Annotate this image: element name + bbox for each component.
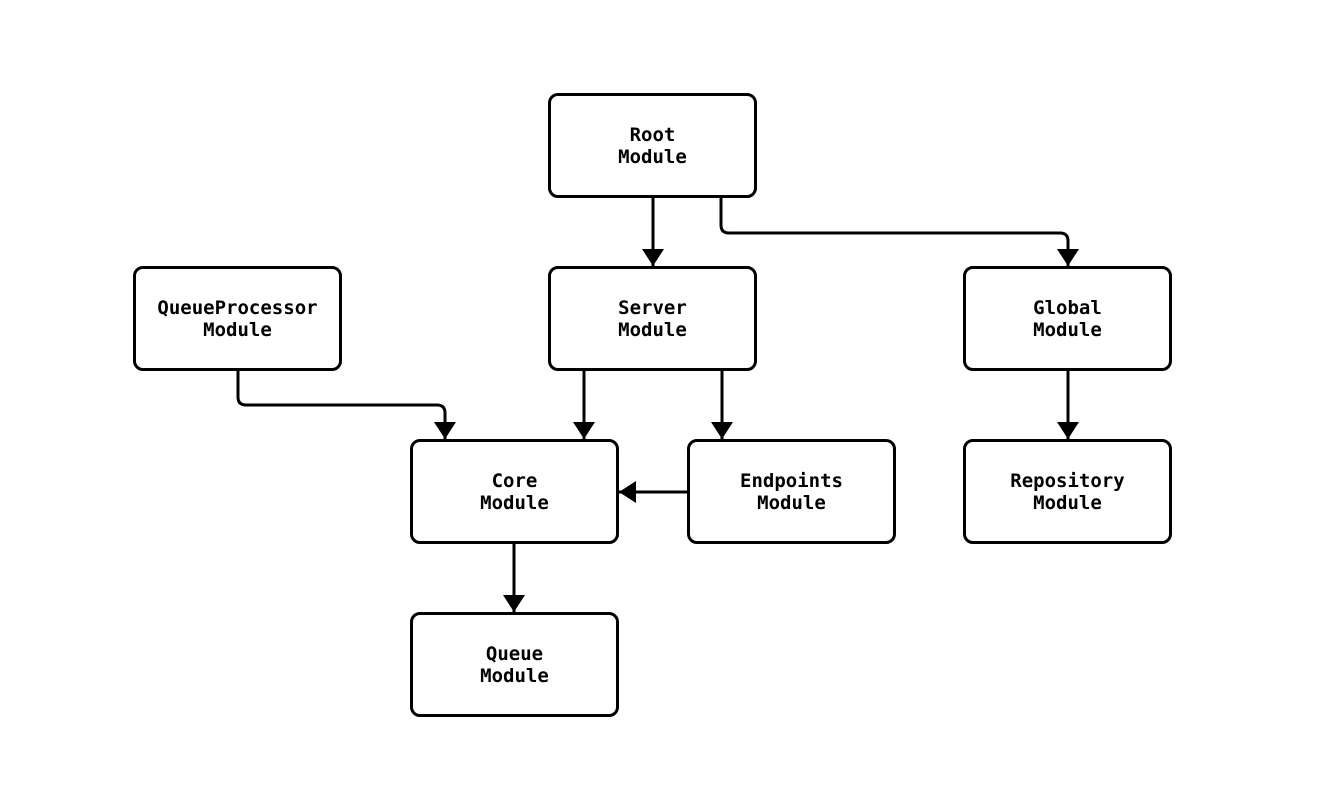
edges-group (236, 198, 1079, 612)
node-label-line: Module (203, 318, 272, 341)
node-label-line: Module (1033, 318, 1102, 341)
node-label-line: Endpoints (740, 469, 843, 492)
node-label-line: Module (618, 318, 687, 341)
node-label-line: Repository (1010, 469, 1125, 492)
node-label-line: Module (480, 664, 549, 687)
node-label-line: Core (491, 469, 538, 492)
node-label-line: Module (480, 491, 549, 514)
node-label-line: Global (1033, 296, 1102, 319)
node-label-line: Module (1033, 491, 1102, 514)
node-label-line: Module (757, 491, 826, 514)
node-label-line: Queue (485, 642, 544, 665)
node-label-line: Root (629, 123, 676, 146)
node-label-line: Server (618, 296, 687, 319)
edge-root-to-global (719, 198, 1079, 266)
edge-queueprocessor-to-core (236, 371, 456, 439)
node-label-line: QueueProcessor (157, 296, 318, 319)
node-label-line: Module (618, 145, 687, 168)
